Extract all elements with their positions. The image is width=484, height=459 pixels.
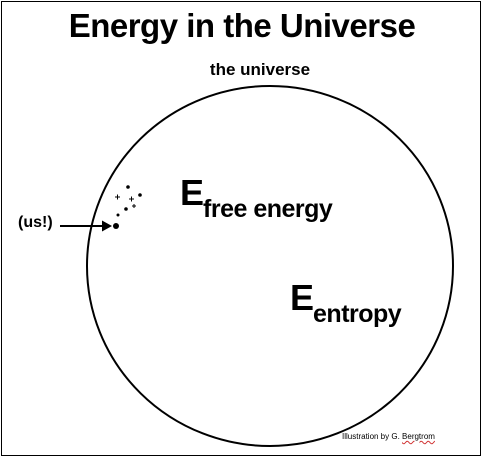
entropy-label: Eentropy bbox=[290, 277, 402, 328]
universe-label: the universe bbox=[209, 60, 311, 79]
free-energy-label: Efree energy bbox=[180, 172, 333, 223]
us-arrow bbox=[60, 220, 112, 232]
us-label: (us!) bbox=[18, 214, 53, 231]
star-plus bbox=[129, 196, 134, 202]
illustration-credit: Illustration by G. Bergtrom bbox=[342, 432, 435, 441]
page-title: Energy in the Universe bbox=[68, 7, 416, 44]
entropy-symbol: E bbox=[290, 277, 314, 318]
star-cluster bbox=[113, 185, 142, 229]
entropy-subscript: entropy bbox=[313, 300, 402, 328]
star-plus bbox=[115, 194, 120, 200]
star-dot bbox=[126, 185, 130, 189]
star-dot bbox=[138, 193, 142, 197]
free-energy-subscript: free energy bbox=[203, 195, 333, 223]
credit-surname: Bergtrom bbox=[402, 432, 435, 441]
us-dot bbox=[113, 223, 119, 229]
universe-circle bbox=[86, 85, 454, 447]
star-plus bbox=[132, 204, 136, 208]
star-dot bbox=[116, 213, 120, 217]
star-dot bbox=[124, 207, 128, 211]
credit-prefix: Illustration by G. bbox=[342, 432, 403, 441]
free-energy-symbol: E bbox=[180, 172, 204, 213]
